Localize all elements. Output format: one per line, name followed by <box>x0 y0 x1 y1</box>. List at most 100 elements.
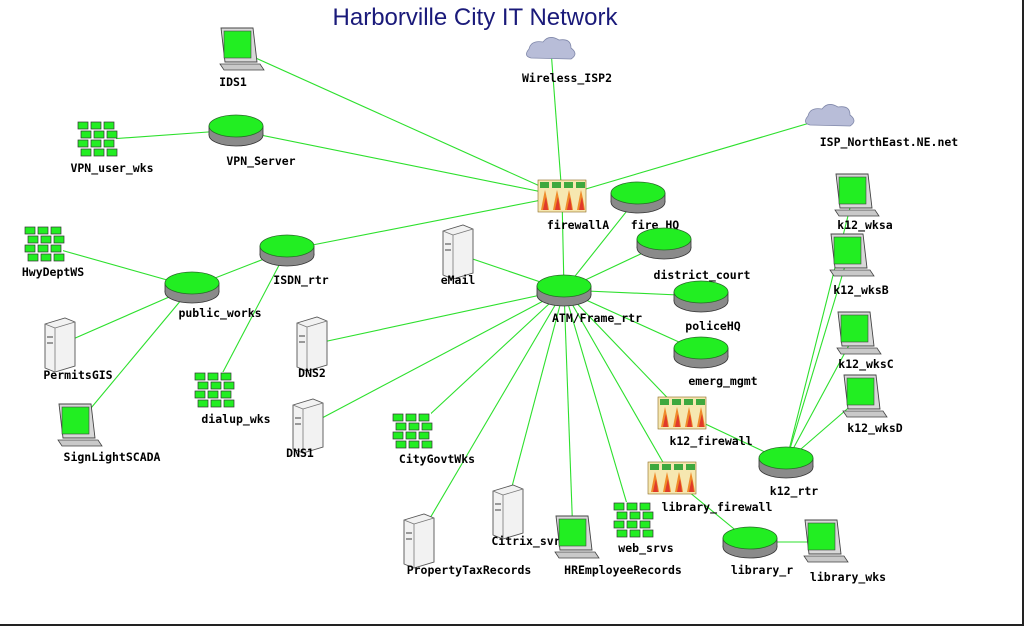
node-firewalla[interactable]: firewallA <box>537 179 609 232</box>
node-label-dialup-wks: dialup_wks <box>201 412 270 427</box>
monitor-icon <box>219 27 265 71</box>
node-label-k12-wksb: k12_wksB <box>833 283 888 298</box>
node-label-k12-rtr: k12_rtr <box>770 484 819 499</box>
router-icon <box>673 280 729 313</box>
server-icon <box>442 224 474 280</box>
node-k12-wksb[interactable]: k12_wksB <box>829 233 889 298</box>
node-label-library-firewall: library_firewall <box>662 500 773 515</box>
node-vpn-server[interactable]: VPN_Server <box>208 114 296 169</box>
node-dns2[interactable]: DNS2 <box>296 316 328 380</box>
node-isp-northeast-ne-net[interactable]: ISP_NorthEast.NE.net <box>805 104 958 150</box>
node-label-library-rtr: library_r <box>731 563 793 578</box>
node-k12-wksc[interactable]: k12_wksC <box>836 311 894 372</box>
link-firewalla-to-isdn-rtr <box>286 195 563 251</box>
node-k12-wksa[interactable]: k12_wksa <box>834 173 893 233</box>
node-label-citygovtwks: CityGovtWks <box>399 452 475 466</box>
router-icon <box>164 271 220 304</box>
node-citrix-svr[interactable]: Citrix_svr <box>491 484 561 549</box>
node-k12-firewall[interactable]: k12_firewall <box>657 396 753 449</box>
node-propertytaxrecords[interactable]: PropertyTaxRecords <box>403 513 531 577</box>
server-icon <box>44 317 76 373</box>
node-label-district-court: district_court <box>654 268 751 283</box>
node-policehq[interactable]: policeHQ <box>673 280 741 333</box>
links <box>42 49 862 543</box>
node-hwydeptws[interactable]: HwyDeptWS <box>22 226 84 279</box>
node-label-hwydeptws: HwyDeptWS <box>22 265 84 279</box>
cloud-icon <box>526 37 576 60</box>
link-k12-rtr-to-k12-wksb <box>785 255 849 463</box>
monitor-icon <box>803 519 849 563</box>
link-atm-frame-rtr-to-library-firewall <box>563 289 673 479</box>
server-icon <box>403 513 435 569</box>
node-label-public-works: public_works <box>178 306 261 321</box>
node-isdn-rtr[interactable]: ISDN_rtr <box>259 234 329 288</box>
node-label-vpn-user-wks: VPN_user_wks <box>70 161 153 176</box>
node-k12-rtr[interactable]: k12_rtr <box>758 446 819 499</box>
firewall-icon <box>647 461 697 495</box>
link-public-works-to-signlightscada <box>75 286 193 427</box>
node-label-isp-northeast-ne-net: ISP_NorthEast.NE.net <box>820 135 959 150</box>
node-dns1[interactable]: DNS1 <box>286 398 324 460</box>
node-email[interactable]: eMail <box>441 224 476 287</box>
monitor-icon <box>836 311 882 355</box>
link-wireless-isp2-to-firewalla <box>550 49 563 197</box>
workgroup-icon <box>391 413 433 451</box>
node-web-srvs[interactable]: web_srvs <box>612 502 674 556</box>
router-icon <box>673 336 729 369</box>
router-icon <box>259 234 315 267</box>
workgroup-icon <box>76 121 118 159</box>
firewall-icon <box>657 396 707 430</box>
node-label-k12-wksa: k12_wksa <box>837 218 892 233</box>
cloud-icon <box>805 104 855 127</box>
workgroup-icon <box>193 372 235 410</box>
node-label-hremployeerecords: HREmployeeRecords <box>564 563 682 577</box>
router-icon <box>636 227 692 260</box>
node-label-web-srvs: web_srvs <box>618 541 673 556</box>
node-permitsgis[interactable]: PermitsGIS <box>43 317 113 382</box>
link-propertytaxrecords-to-atm-frame-rtr <box>415 289 565 543</box>
node-emerg-mgmt[interactable]: emerg_mgmt <box>673 336 758 389</box>
monitor-icon <box>829 233 875 277</box>
node-citygovtwks[interactable]: CityGovtWks <box>391 413 475 466</box>
node-label-k12-wksd: k12_wksD <box>847 421 902 436</box>
link-fire-hq-to-atm-frame-rtr <box>563 196 639 291</box>
node-library-rtr[interactable]: library_r <box>722 526 793 578</box>
frame-border-bottom <box>0 624 1024 626</box>
node-label-policehq: policeHQ <box>685 319 740 333</box>
node-label-firewalla: firewallA <box>547 218 609 232</box>
node-vpn-user-wks[interactable]: VPN_user_wks <box>70 121 154 176</box>
link-ids1-to-firewalla <box>237 49 563 197</box>
node-hremployeerecords[interactable]: HREmployeeRecords <box>554 515 682 577</box>
router-icon <box>536 274 592 307</box>
node-library-wks[interactable]: library_wks <box>803 519 886 585</box>
node-label-permitsgis: PermitsGIS <box>43 368 112 382</box>
node-public-works[interactable]: public_works <box>164 271 262 321</box>
link-isp-northeast-ne-net-to-firewalla <box>561 116 831 197</box>
node-ids1[interactable]: IDS1 <box>219 27 265 89</box>
node-label-vpn-server: VPN_Server <box>226 154 295 169</box>
server-icon <box>292 398 324 454</box>
node-library-firewall[interactable]: library_firewall <box>647 461 773 515</box>
node-fire-hq[interactable]: fire_HQ <box>610 181 679 233</box>
router-icon <box>610 181 666 214</box>
link-atm-frame-rtr-to-k12-firewall <box>563 289 683 414</box>
server-icon <box>296 316 328 372</box>
node-wireless-isp2[interactable]: Wireless_ISP2 <box>522 37 612 86</box>
node-atm-frame-rtr[interactable]: ATM/Frame_rtr <box>536 274 642 326</box>
node-label-k12-wksc: k12_wksC <box>838 357 893 372</box>
frame-border-right <box>1022 0 1024 626</box>
node-signlightscada[interactable]: SignLightSCADA <box>57 403 161 464</box>
node-dialup-wks[interactable]: dialup_wks <box>193 372 271 427</box>
node-k12-wksd[interactable]: k12_wksD <box>842 374 903 436</box>
node-district-court[interactable]: district_court <box>636 227 751 283</box>
monitor-icon <box>57 403 103 447</box>
node-label-signlightscada: SignLightSCADA <box>64 450 161 464</box>
node-label-atm-frame-rtr: ATM/Frame_rtr <box>552 311 642 326</box>
diagram-title: Harborville City IT Network <box>332 4 618 31</box>
node-label-isdn-rtr: ISDN_rtr <box>273 273 328 288</box>
link-vpn-server-to-firewalla <box>235 129 563 197</box>
link-citygovtwks-to-atm-frame-rtr <box>410 289 565 433</box>
link-k12-rtr-to-k12-wksc <box>785 333 856 463</box>
node-label-wireless-isp2: Wireless_ISP2 <box>522 71 612 86</box>
